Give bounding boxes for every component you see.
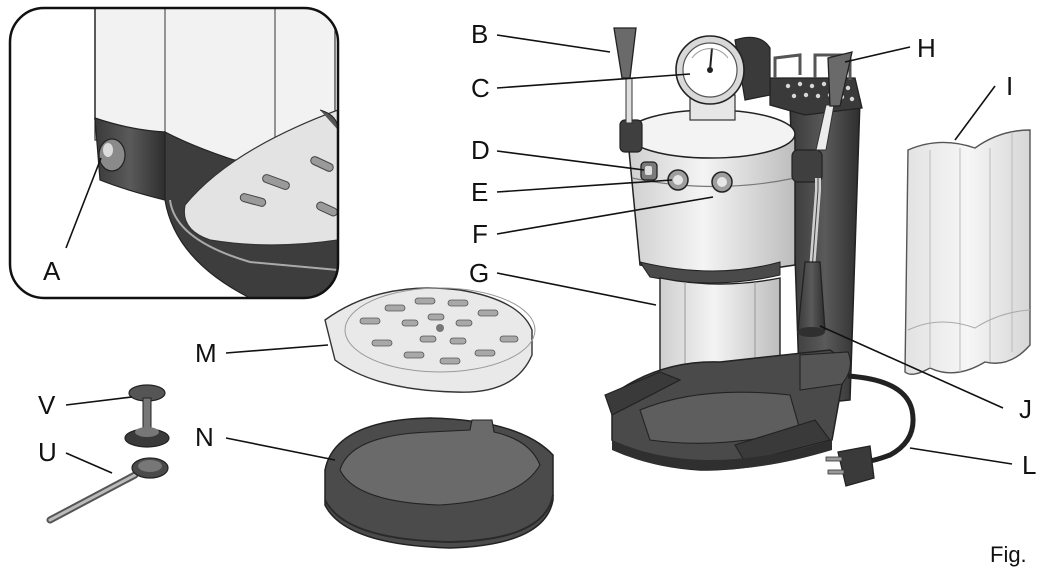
- filter-plate: [324, 287, 536, 393]
- espresso-machine: [604, 27, 916, 487]
- label-g: G: [469, 258, 490, 288]
- label-h: H: [917, 33, 936, 63]
- label-f: F: [472, 219, 488, 249]
- detail-inset: [8, 6, 340, 300]
- tamper: [124, 384, 170, 448]
- water-tank: [904, 129, 1031, 375]
- figure-caption: Fig.: [990, 542, 1027, 567]
- label-b: B: [471, 19, 489, 49]
- label-j: J: [1019, 394, 1032, 424]
- leader-lines: [65, 34, 1013, 474]
- label-n: N: [195, 422, 214, 452]
- label-e: E: [471, 177, 489, 207]
- label-u: U: [38, 437, 57, 467]
- measuring-spoon: [46, 457, 169, 524]
- label-a: A: [43, 256, 61, 286]
- drip-tray: [324, 417, 554, 549]
- label-l: L: [1022, 450, 1037, 480]
- label-d: D: [471, 135, 490, 165]
- label-m: M: [195, 338, 217, 368]
- label-v: V: [38, 390, 56, 420]
- label-c: C: [471, 73, 490, 103]
- label-i: I: [1006, 71, 1014, 101]
